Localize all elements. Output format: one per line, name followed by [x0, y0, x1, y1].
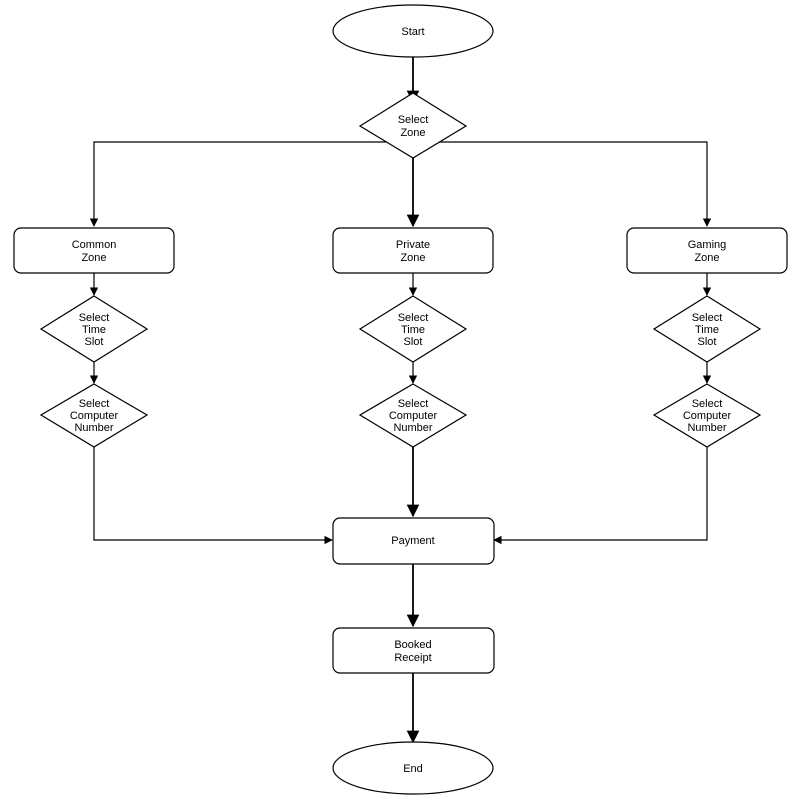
end-label: End	[403, 763, 423, 775]
computer-gaming-label-line-3: Number	[687, 422, 726, 434]
computer-private-label-line-2: Computer	[389, 410, 438, 422]
payment-label: Payment	[391, 535, 434, 547]
select-zone-label-line-1: Select	[398, 114, 429, 126]
end-node[interactable]: End	[332, 741, 494, 795]
connectors	[89, 57, 712, 744]
edge-select-zone-to-gaming-zone	[413, 141, 712, 227]
gaming-zone-label-line-1: Gaming	[688, 239, 727, 251]
edge-computer-gaming-to-payment	[493, 447, 708, 545]
time-slot-private-label-line-1: Select	[398, 312, 429, 324]
computer-number-common-decision[interactable]: Select Computer Number	[39, 383, 149, 448]
time-slot-common-decision[interactable]: Select Time Slot	[39, 295, 149, 363]
common-zone-process[interactable]: Common Zone	[13, 227, 175, 274]
edge-computer-common-to-payment	[93, 447, 333, 545]
computer-common-label-line-2: Computer	[70, 410, 119, 422]
gaming-zone-label-line-2: Zone	[694, 252, 719, 264]
computer-private-label-line-1: Select	[398, 398, 429, 410]
private-zone-label-line-1: Private	[396, 239, 430, 251]
booked-receipt-process[interactable]: Booked Receipt	[332, 627, 495, 674]
private-zone-process[interactable]: Private Zone	[332, 227, 494, 274]
time-slot-gaming-decision[interactable]: Select Time Slot	[652, 295, 762, 363]
computer-common-label-line-3: Number	[74, 422, 113, 434]
start-node[interactable]: Start	[332, 4, 494, 58]
booked-receipt-label-line-2: Receipt	[394, 652, 431, 664]
booked-receipt-label-line-1: Booked	[394, 639, 431, 651]
common-zone-label-line-1: Common	[72, 239, 117, 251]
time-slot-private-label-line-3: Slot	[404, 336, 423, 348]
start-label: Start	[401, 26, 424, 38]
payment-process[interactable]: Payment	[332, 517, 495, 565]
edge-select-zone-to-common-zone	[89, 141, 413, 227]
time-slot-private-label-line-2: Time	[401, 324, 425, 336]
computer-gaming-label-line-2: Computer	[683, 410, 732, 422]
gaming-zone-process[interactable]: Gaming Zone	[626, 227, 788, 274]
computer-gaming-label-line-1: Select	[692, 398, 723, 410]
common-zone-label-line-2: Zone	[81, 252, 106, 264]
computer-private-label-line-3: Number	[393, 422, 432, 434]
time-slot-gaming-label-line-1: Select	[692, 312, 723, 324]
select-zone-decision[interactable]: Select Zone	[358, 92, 468, 159]
private-zone-label-line-2: Zone	[400, 252, 425, 264]
computer-common-label-line-1: Select	[79, 398, 110, 410]
computer-number-private-decision[interactable]: Select Computer Number	[358, 383, 468, 448]
select-zone-label-line-2: Zone	[400, 127, 425, 139]
time-slot-common-label-line-3: Slot	[85, 336, 104, 348]
time-slot-private-decision[interactable]: Select Time Slot	[358, 295, 468, 363]
time-slot-gaming-label-line-3: Slot	[698, 336, 717, 348]
computer-number-gaming-decision[interactable]: Select Computer Number	[652, 383, 762, 448]
time-slot-common-label-line-1: Select	[79, 312, 110, 324]
time-slot-gaming-label-line-2: Time	[695, 324, 719, 336]
time-slot-common-label-line-2: Time	[82, 324, 106, 336]
